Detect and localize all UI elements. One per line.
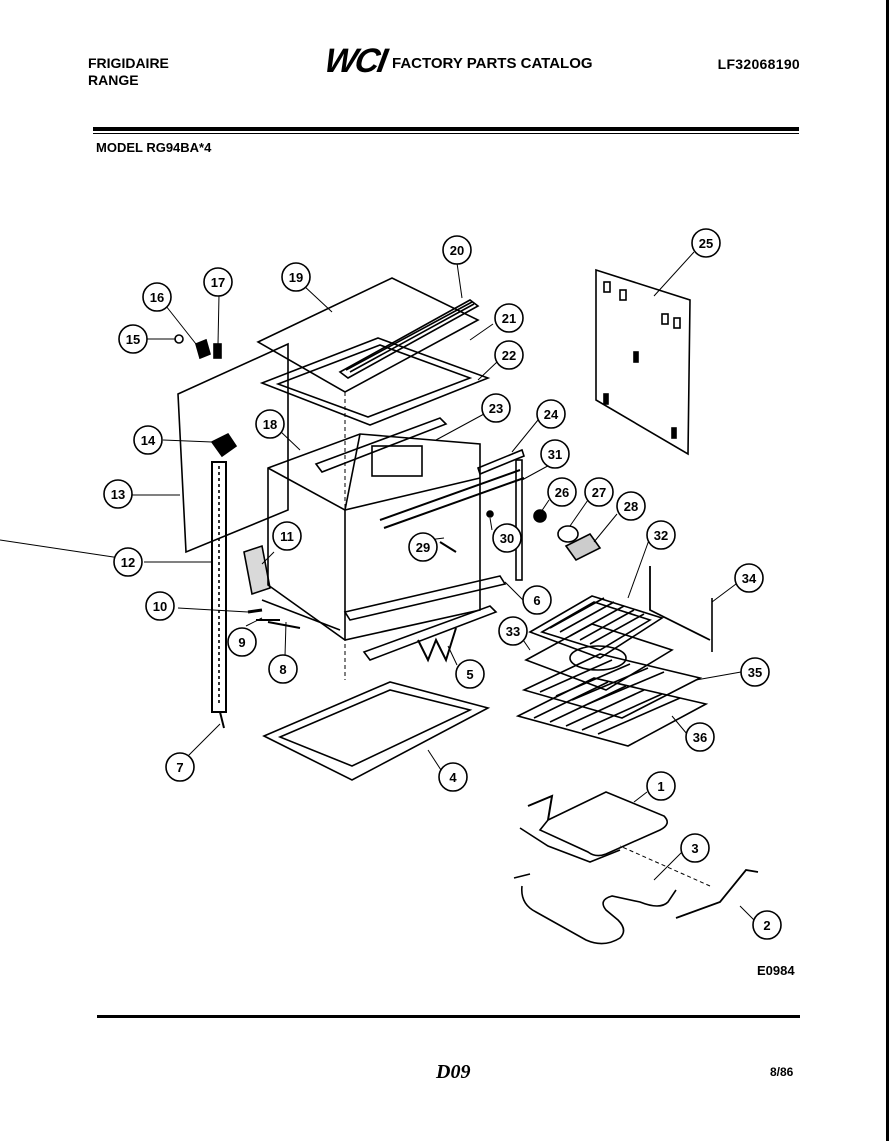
- callout-4: 4: [449, 770, 457, 785]
- bulb-27: [557, 525, 579, 543]
- product-name: RANGE: [88, 72, 139, 88]
- socket-28: [564, 532, 602, 562]
- callout-3: 3: [691, 841, 698, 856]
- header-rule: [93, 127, 799, 131]
- callout-8: 8: [279, 662, 286, 677]
- callout-20: 20: [450, 243, 464, 258]
- catalog-number: LF32068190: [717, 56, 800, 72]
- broil-element: [538, 791, 668, 857]
- broiler-pan: [524, 623, 674, 691]
- top-panel: [256, 277, 480, 393]
- page-border: [886, 0, 889, 1141]
- oven-rack-lower: [515, 677, 709, 747]
- rail-23: [314, 417, 448, 473]
- callout-6: 6: [533, 593, 540, 608]
- callout-19: 19: [289, 270, 303, 285]
- callout-7: 7: [176, 760, 183, 775]
- gasket-frame: [259, 337, 491, 426]
- brand-block: FRIGIDAIRE RANGE: [88, 55, 169, 89]
- callout-30: 30: [500, 531, 514, 546]
- callout-25: 25: [699, 236, 713, 251]
- part-30: [486, 510, 494, 518]
- callout-35: 35: [748, 665, 762, 680]
- brand-name: FRIGIDAIRE: [88, 55, 169, 71]
- front-trim-6: [343, 575, 507, 621]
- vertical-trim: [211, 461, 227, 713]
- callout-12: 12: [121, 555, 135, 570]
- callout-16: 16: [150, 290, 164, 305]
- back-panel: [595, 268, 691, 456]
- callout-29: 29: [416, 540, 430, 555]
- callout-22: 22: [502, 348, 516, 363]
- callout-33: 33: [506, 624, 520, 639]
- vent-strip: [338, 299, 480, 379]
- callout-24: 24: [544, 407, 559, 422]
- callout-10: 10: [153, 599, 167, 614]
- bracket-11: [243, 544, 271, 596]
- footer-rule: [97, 1015, 800, 1018]
- part-10: [247, 608, 263, 614]
- bracket-14: [210, 432, 238, 458]
- callout-circles: [103, 228, 782, 940]
- bottom-tray: [262, 681, 491, 781]
- lamp-26: [533, 509, 547, 523]
- screw-15: [174, 334, 184, 344]
- callout-13: 13: [111, 487, 125, 502]
- strip-31: [515, 459, 523, 581]
- element-bracket-2: [675, 869, 759, 919]
- callout-17: 17: [211, 275, 225, 290]
- part-29: [439, 541, 457, 553]
- callout-31: 31: [548, 447, 562, 462]
- callout-1: 1: [657, 779, 664, 794]
- callout-21: 21: [502, 311, 516, 326]
- burner-23: [371, 445, 423, 477]
- oven-rack: [521, 653, 703, 719]
- clip-17: [213, 343, 222, 359]
- side-panel: [177, 342, 289, 554]
- catalog-title: FACTORY PARTS CATALOG: [392, 55, 593, 72]
- clip-5: [417, 627, 457, 663]
- callout-28: 28: [624, 499, 638, 514]
- part-8: [267, 621, 301, 629]
- callout-18: 18: [263, 417, 277, 432]
- rack-support-34: [649, 566, 711, 641]
- callout-23: 23: [489, 401, 503, 416]
- callout-14: 14: [141, 433, 156, 448]
- callout-9: 9: [238, 635, 245, 650]
- callout-34: 34: [742, 571, 757, 586]
- screw-7: [219, 711, 225, 729]
- model-number: MODEL RG94BA*4: [96, 140, 212, 155]
- callout-32: 32: [654, 528, 668, 543]
- callout-27: 27: [592, 485, 606, 500]
- callout-11: 11: [280, 529, 294, 544]
- rail-24: [477, 448, 525, 476]
- clip-16: [195, 338, 211, 360]
- header-rule-thin: [93, 133, 799, 134]
- callout-5: 5: [466, 667, 473, 682]
- date-code: 8/86: [770, 1065, 794, 1079]
- bake-element: [520, 885, 677, 945]
- page-number: D09: [436, 1061, 471, 1083]
- callout-26: 26: [555, 485, 569, 500]
- trim-5: [362, 605, 498, 661]
- diagram-code: E0984: [757, 963, 795, 978]
- callout-2: 2: [763, 918, 770, 933]
- callout-15: 15: [126, 332, 140, 347]
- callout-labels: 1 2 3 4 5 6 7 8 9 10 11 12 13 14 15 16 1…: [111, 236, 771, 933]
- callout-36: 36: [693, 730, 707, 745]
